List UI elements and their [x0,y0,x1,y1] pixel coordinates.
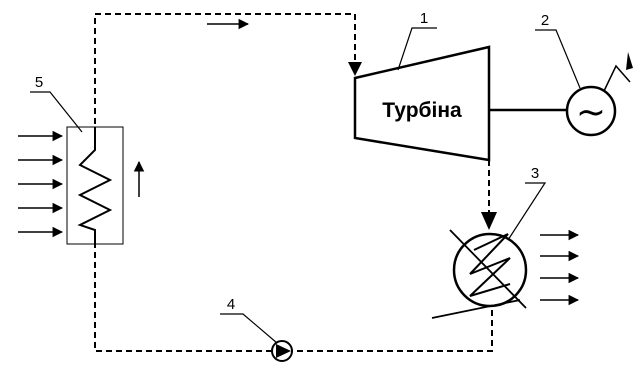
heat-rejection-arrows [540,229,580,306]
callouts [30,27,581,344]
electric-output-icon [603,64,631,92]
turbine: Турбіна [353,45,491,162]
electric-output-arrowhead [626,52,633,70]
bottom-pipe [94,243,493,352]
top-pipe [94,13,356,124]
callout-5-number: 5 [35,74,43,91]
heater [66,126,145,245]
callout-1-number: 1 [420,10,428,27]
turbine-body [353,45,491,162]
callout-1-leader [397,27,437,71]
callout-3-number: 3 [531,165,539,182]
top-pipe-arrowhead [348,62,362,76]
loop-piping [94,13,493,352]
generator-circle [565,85,617,137]
generator-ac-symbol: ~ [576,92,606,133]
heater-coil [77,127,113,244]
callout-2-number: 2 [541,12,549,29]
callout-3-leader [507,182,547,241]
callout-5-leader [30,91,83,133]
pump-triangle [276,344,291,358]
condenser [431,229,528,319]
turbine-label: Турбіна [382,99,462,122]
generator: ~ [565,52,633,137]
condenser-coolant-line [449,229,527,309]
condenser-outlet-line [431,299,521,319]
callout-2-leader [535,29,581,89]
heat-input-arrows [18,130,64,238]
condenser-inlet-arrowhead [481,212,497,230]
pump [271,340,293,362]
callout-4-number: 4 [227,296,235,313]
callout-4-leader [220,313,278,344]
condenser-coil [469,233,511,297]
